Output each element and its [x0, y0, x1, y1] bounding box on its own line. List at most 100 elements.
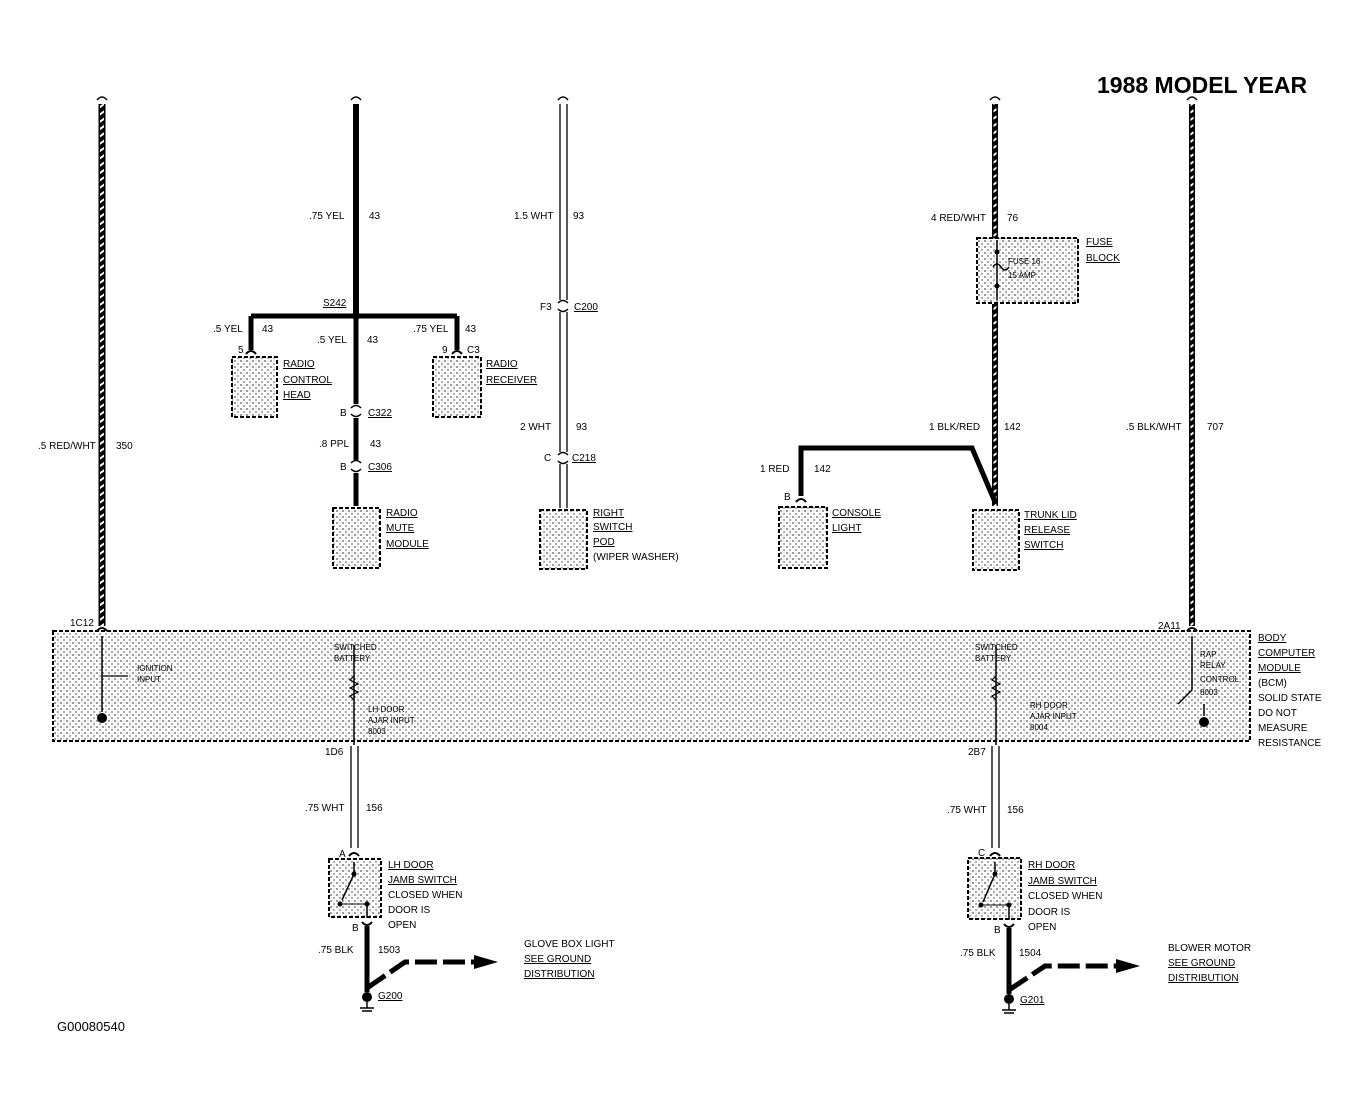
c200-pin: F3	[540, 302, 552, 313]
wire-707-gauge: .5 BLK/WHT	[1126, 422, 1182, 433]
trunk-lid-label-1: TRUNK LID	[1024, 510, 1077, 521]
bcm-label-6: DO NOT	[1258, 708, 1297, 719]
wire-156-l-gauge: .75 WHT	[305, 803, 344, 814]
glove-box-light-label-1: GLOVE BOX LIGHT	[524, 939, 615, 950]
fuse-amp-label: 15 AMP	[1008, 271, 1036, 280]
wire-142: 1 BLK/RED 142 1 RED 142	[760, 304, 1021, 506]
wire-707: .5 BLK/WHT 707	[1126, 96, 1224, 626]
trunk-lid-release-switch: TRUNK LID RELEASE SWITCH	[972, 509, 1077, 571]
radio-control-head-label-2: CONTROL	[283, 375, 332, 386]
lh-door-branch: 1D6 .75 WHT 156 A LH DOOR JAMB SWITCH CL…	[305, 746, 615, 1012]
wire-142-b-gauge: 1 RED	[760, 464, 789, 475]
bcm-label-7: MEASURE	[1258, 723, 1308, 734]
wire-350-gauge: .5 RED/WHT	[38, 441, 96, 452]
wire-93: 1.5 WHT 93 F3 C200 2 WHT 93 C C218	[514, 96, 598, 508]
bcm-label-1: BODY	[1258, 633, 1287, 644]
wire-1504-gauge: .75 BLK	[960, 948, 996, 959]
wire-142-b-circuit: 142	[814, 464, 831, 475]
rh-pin-c: C	[978, 848, 985, 859]
wire-142-a-gauge: 1 BLK/RED	[929, 422, 980, 433]
rap-relay-4: 8003	[1200, 688, 1218, 697]
wire-76-circuit: 76	[1007, 213, 1019, 224]
c322-label: C322	[368, 408, 392, 419]
c3-label: C3	[467, 345, 480, 356]
radio-mute-label-2: MUTE	[386, 523, 415, 534]
wire-156-l-circuit: 156	[366, 803, 383, 814]
diagram-title: 1988 MODEL YEAR	[1097, 72, 1307, 98]
rh-door-branch: 2B7 .75 WHT 156 C RH DOOR JAMB SWITCH CL…	[947, 746, 1251, 1014]
wire-43-left-circuit: 43	[262, 324, 274, 335]
wire-43-group: .75 YEL 43 S242 .5 YEL 43 .75 YEL 43 .5 …	[213, 96, 477, 506]
bcm-label-4: (BCM)	[1258, 678, 1287, 689]
rh-pin-b: B	[994, 925, 1001, 936]
ground-g201-label: G201	[1020, 995, 1045, 1006]
wire-350: .5 RED/WHT 350	[38, 96, 133, 626]
trunk-lid-label-2: RELEASE	[1024, 525, 1070, 536]
blower-motor-label-3: DISTRIBUTION	[1168, 973, 1239, 984]
console-light-label-2: LIGHT	[832, 523, 861, 534]
wire-43-main-circuit: 43	[369, 211, 381, 222]
c3-pin: 9	[442, 345, 448, 356]
radio-mute-module: RADIO MUTE MODULE	[332, 507, 429, 569]
right-switch-pod: RIGHT SWITCH POD (WIPER WASHER)	[539, 508, 679, 570]
c200-label: C200	[574, 302, 598, 313]
c306-pin: B	[340, 462, 347, 473]
wire-350-circuit: 350	[116, 441, 133, 452]
wire-76-gauge: 4 RED/WHT	[931, 213, 986, 224]
radio-receiver-label-2: RECEIVER	[486, 375, 537, 386]
lh-door-label-5: OPEN	[388, 920, 416, 931]
wire-43-mid-circuit: 43	[367, 335, 379, 346]
bcm-label-3: MODULE	[1258, 663, 1301, 674]
lh-pin-b: B	[352, 923, 359, 934]
ignition-input-label-2: INPUT	[137, 675, 161, 684]
rh-door-label-5: OPEN	[1028, 922, 1056, 933]
right-switch-pod-label-4: (WIPER WASHER)	[593, 552, 679, 563]
wire-43-right-gauge: .75 YEL	[413, 324, 449, 335]
wire-93-bot-circuit: 93	[576, 422, 588, 433]
radio-control-head-label-3: HEAD	[283, 390, 311, 401]
wire-93-bot-gauge: 2 WHT	[520, 422, 551, 433]
connector-2a11: 2A11	[1158, 621, 1181, 632]
switched-battery-r-1: SWITCHED	[975, 643, 1018, 652]
body-computer-module: 1C12 2A11 IGNITION INPUT SWITCHED BATTER…	[52, 618, 1322, 749]
right-switch-pod-label-1: RIGHT	[593, 508, 624, 519]
bcm-label-2: COMPUTER	[1258, 648, 1315, 659]
switched-battery-r-2: BATTERY	[975, 654, 1012, 663]
wire-43-ppl-circuit: 43	[370, 439, 382, 450]
rh-door-ajar-3: 8004	[1030, 723, 1048, 732]
console-light: B CONSOLE LIGHT	[778, 492, 881, 569]
connector-1c12: 1C12	[70, 618, 94, 629]
rh-door-ajar-1: RH DOOR	[1030, 701, 1068, 710]
wire-76: 4 RED/WHT 76	[931, 96, 1019, 240]
lh-door-label-4: DOOR IS	[388, 905, 431, 916]
ground-g200-label: G200	[378, 991, 403, 1002]
wire-707-circuit: 707	[1207, 422, 1224, 433]
lh-pin-a: A	[339, 849, 346, 860]
switched-battery-l-2: BATTERY	[334, 654, 371, 663]
rh-door-label-4: DOOR IS	[1028, 907, 1071, 918]
fuse-block-label-1: FUSE	[1086, 237, 1113, 248]
right-switch-pod-label-2: SWITCH	[593, 522, 632, 533]
console-pin: B	[784, 492, 791, 503]
radio-mute-label-1: RADIO	[386, 508, 418, 519]
wire-43-right-circuit: 43	[465, 324, 477, 335]
rh-door-label-2: JAMB SWITCH	[1028, 876, 1097, 887]
lh-door-ajar-1: LH DOOR	[368, 705, 405, 714]
lh-door-label-2: JAMB SWITCH	[388, 875, 457, 886]
lh-door-ajar-2: AJAR INPUT	[368, 716, 415, 725]
figure-id: G00080540	[57, 1019, 125, 1034]
connector-1d6: 1D6	[325, 747, 344, 758]
c322-pin: B	[340, 408, 347, 419]
wire-43-main-gauge: .75 YEL	[309, 211, 345, 222]
wire-1504-circuit: 1504	[1019, 948, 1042, 959]
rh-door-label-3: CLOSED WHEN	[1028, 891, 1102, 902]
wire-156-r-gauge: .75 WHT	[947, 805, 986, 816]
ground-g200	[362, 992, 372, 1002]
rap-relay-2: RELAY	[1200, 661, 1226, 670]
radio-receiver-label-1: RADIO	[486, 359, 518, 370]
connector-2b7: 2B7	[968, 747, 986, 758]
radio-control-head: 5 RADIO CONTROL HEAD	[231, 345, 332, 418]
rap-relay-3: CONTROL	[1200, 675, 1240, 684]
rap-relay-1: RAP	[1200, 650, 1216, 659]
